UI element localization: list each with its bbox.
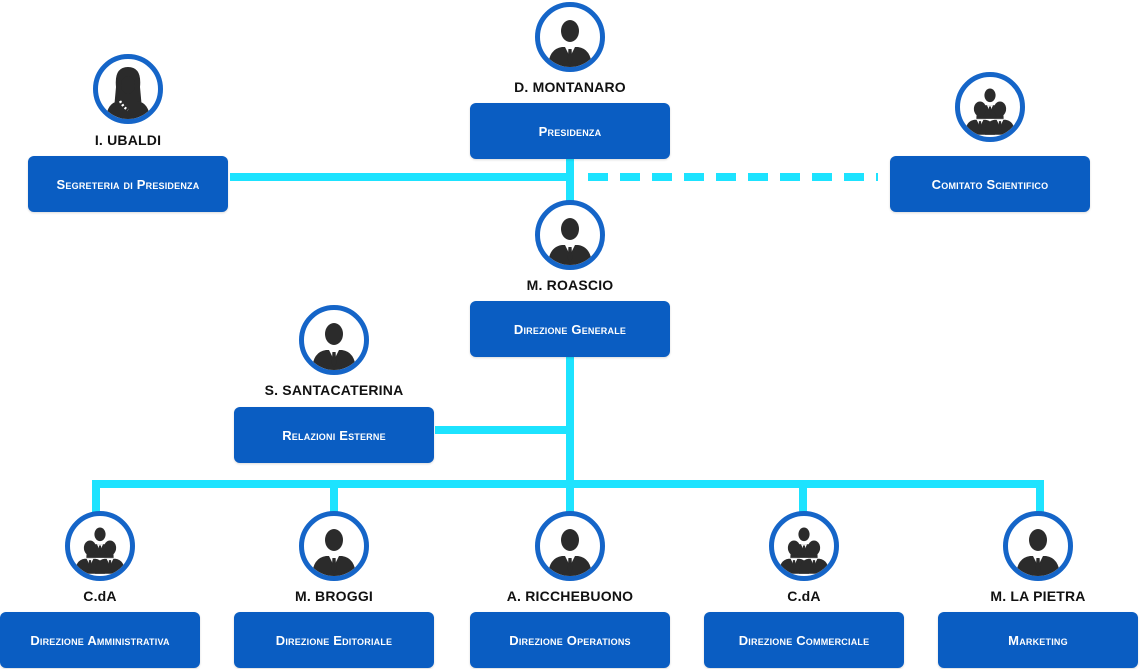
- unit-box-direzione-generale[interactable]: Direzione Generale: [470, 301, 670, 357]
- person-name: M. LA PIETRA: [990, 588, 1086, 604]
- unit-box-marketing[interactable]: Marketing: [938, 612, 1138, 668]
- man-icon: [535, 511, 605, 581]
- unit-box-segreteria[interactable]: Segreteria di Presidenza: [28, 156, 228, 212]
- unit-box-presidenza[interactable]: Presidenza: [470, 103, 670, 159]
- man-icon: [299, 305, 369, 375]
- man-icon: [1003, 511, 1073, 581]
- man-icon: [299, 511, 369, 581]
- person-name: C.dA: [787, 588, 821, 604]
- unit-box-amministrativa[interactable]: Direzione Amministrativa: [0, 612, 200, 668]
- unit-box-comitato[interactable]: Comitato Scientifico: [890, 156, 1090, 212]
- person-name: D. MONTANARO: [514, 79, 626, 95]
- group-icon: [955, 72, 1025, 142]
- person-name: S. SANTACATERINA: [264, 382, 404, 398]
- person-name: I. UBALDI: [94, 132, 162, 148]
- group-icon: [769, 511, 839, 581]
- unit-box-operations[interactable]: Direzione Operations: [470, 612, 670, 668]
- group-icon: [65, 511, 135, 581]
- man-icon: [535, 200, 605, 270]
- person-name: C.dA: [83, 588, 117, 604]
- man-icon: [535, 2, 605, 72]
- person-name: M. BROGGI: [294, 588, 374, 604]
- unit-box-commerciale[interactable]: Direzione Commerciale: [704, 612, 904, 668]
- unit-box-relazioni-esterne[interactable]: Relazioni Esterne: [234, 407, 434, 463]
- person-name: M. ROASCIO: [526, 277, 614, 293]
- woman-icon: [93, 54, 163, 124]
- person-name: A. RICCHEBUONO: [506, 588, 634, 604]
- unit-box-editoriale[interactable]: Direzione Editoriale: [234, 612, 434, 668]
